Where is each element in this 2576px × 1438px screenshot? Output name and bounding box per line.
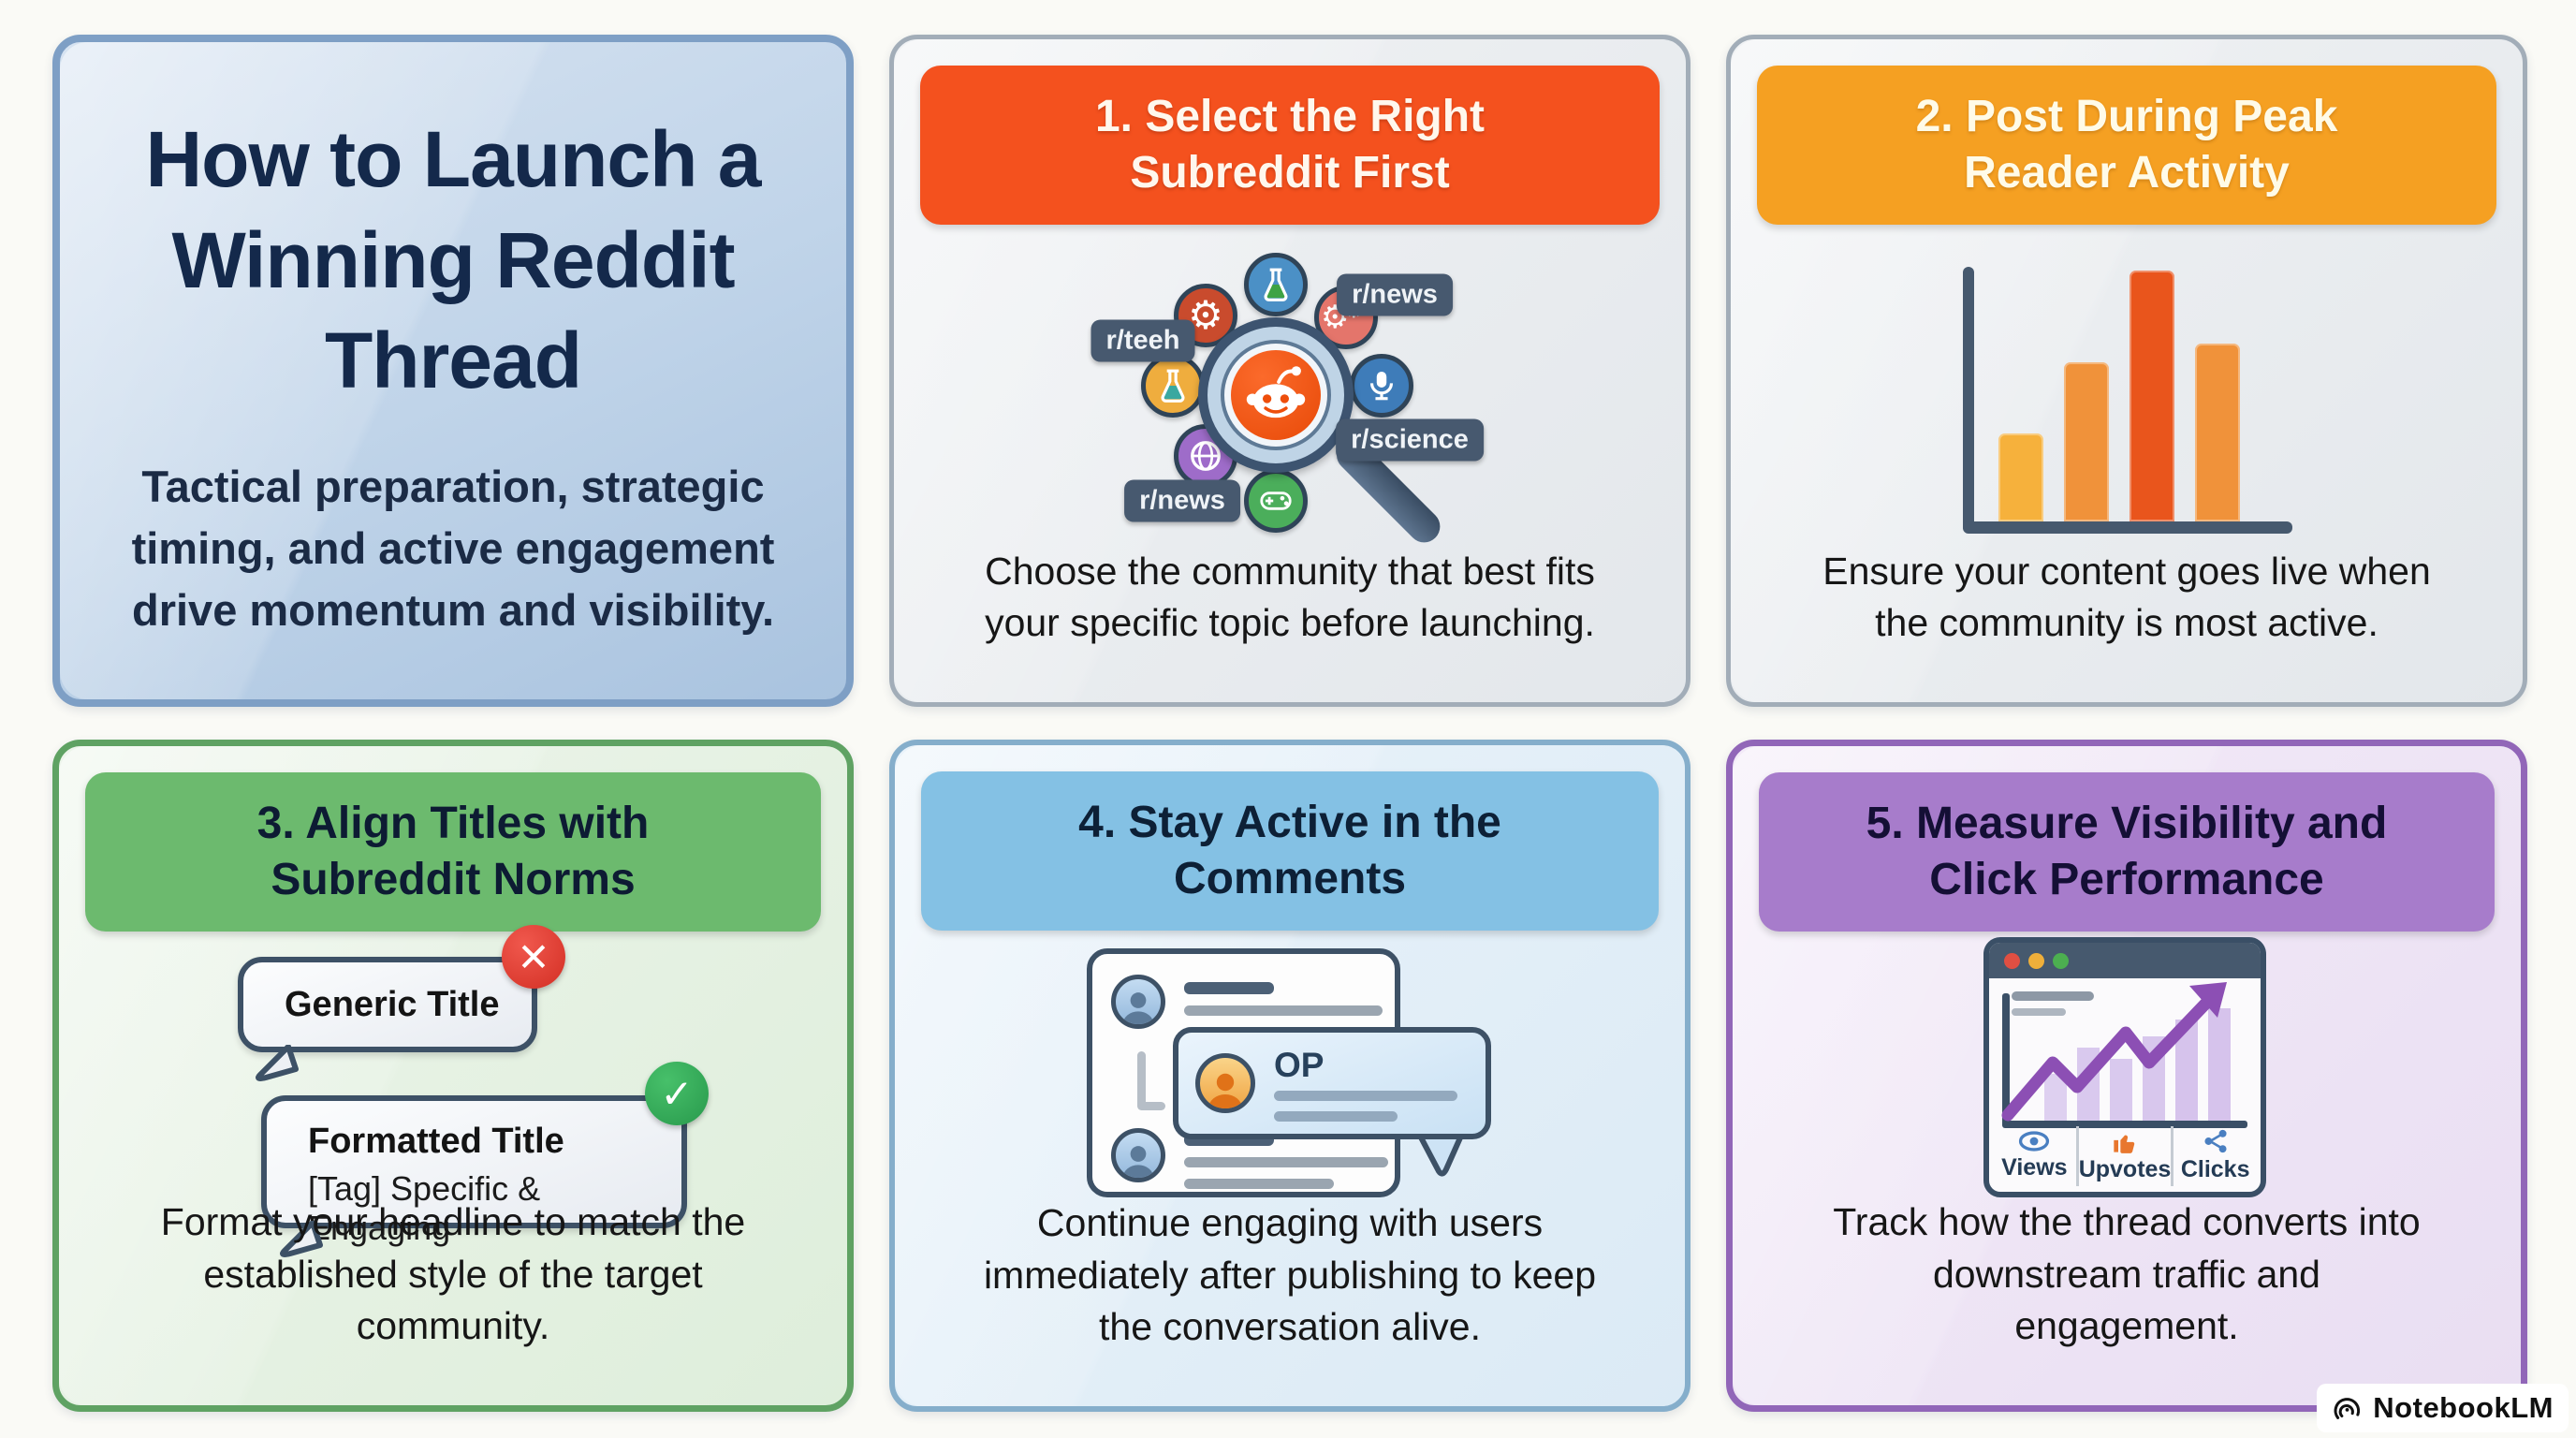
comment-thread-icon: OP xyxy=(1079,937,1500,1223)
reddit-snoo-icon xyxy=(1246,366,1306,418)
clicks-label: Clicks xyxy=(2180,1156,2250,1182)
text-line xyxy=(1184,1179,1334,1189)
clicks-metric: Clicks xyxy=(2171,1126,2257,1186)
check-mark-icon: ✓ xyxy=(645,1062,709,1125)
analytics-browser-icon: Views Upvotes xyxy=(1982,935,2272,1216)
op-reply-bubble: OP xyxy=(1173,1027,1491,1139)
growth-chart-icon xyxy=(2001,982,2247,1128)
chart-y-axis xyxy=(1963,267,1974,533)
green-dot-icon xyxy=(2053,953,2069,969)
chart-bar xyxy=(2064,362,2109,521)
step-4-caption: Continue engaging with users immediately… xyxy=(983,1200,1597,1349)
step-2-caption: Ensure your content goes live when the c… xyxy=(1822,549,2431,645)
user-avatar-icon xyxy=(1111,975,1165,1029)
browser-title-bar xyxy=(1989,943,2261,978)
person-icon xyxy=(1208,1073,1242,1108)
person-icon xyxy=(1122,992,1154,1024)
subreddit-tag: r/news xyxy=(1124,479,1240,522)
notebooklm-watermark: NotebookLM xyxy=(2317,1384,2569,1432)
generic-title-bubble: Generic Title xyxy=(238,957,537,1052)
step-3-card: 3. Align Titles with Subreddit Norms Gen… xyxy=(52,740,854,1412)
page-title: How to Launch a Winning Reddit Thread xyxy=(145,115,762,405)
x-mark-icon: ✕ xyxy=(502,925,565,989)
step-2-card: 2. Post During Peak Reader Activity Ensu… xyxy=(1726,35,2527,707)
eye-icon xyxy=(2019,1131,2050,1152)
thumbs-up-icon xyxy=(2114,1135,2135,1153)
chart-x-axis xyxy=(1963,521,2292,534)
step-4-card: 4. Stay Active in the Comments xyxy=(889,740,1690,1412)
subreddit-magnifier-icon: ⚙ ⚙ ⚙ xyxy=(1009,227,1571,582)
browser-window: Views Upvotes xyxy=(1983,937,2266,1197)
views-metric: Views xyxy=(1993,1126,2076,1186)
text-line xyxy=(1184,1157,1388,1167)
yellow-dot-icon xyxy=(2028,953,2044,969)
flask-icon xyxy=(1161,369,1185,403)
bar-chart-icon xyxy=(1925,250,2328,550)
generic-title-label: Generic Title xyxy=(285,984,500,1024)
magnifying-glass-icon xyxy=(1198,317,1354,473)
upvotes-metric: Upvotes xyxy=(2075,1126,2172,1186)
upvotes-label: Upvotes xyxy=(2078,1156,2172,1182)
subreddit-tag: r/teeh xyxy=(1090,319,1195,362)
infographic-grid: How to Launch a Winning Reddit Thread Ta… xyxy=(52,35,2527,1412)
text-line xyxy=(1184,982,1274,994)
flask-icon xyxy=(1264,268,1288,301)
microphone-icon xyxy=(1369,371,1394,401)
text-line xyxy=(1184,1005,1383,1016)
notebooklm-logo-icon xyxy=(2334,1397,2361,1419)
step-4-header: 4. Stay Active in the Comments xyxy=(921,771,1659,931)
step-3-caption: Format your headline to match the establ… xyxy=(160,1199,746,1348)
step-5-card: 5. Measure Visibility and Click Performa… xyxy=(1726,740,2527,1412)
step-5-caption: Track how the thread converts into downs… xyxy=(1833,1199,2421,1348)
step-1-card: 1. Select the Right Subreddit First ⚙ ⚙ … xyxy=(889,35,1690,707)
step-3-header: 3. Align Titles with Subreddit Norms xyxy=(85,772,821,932)
watermark-label: NotebookLM xyxy=(2373,1391,2554,1424)
formatted-title-label: Formatted Title xyxy=(308,1122,564,1161)
step-1-header: 1. Select the Right Subreddit First xyxy=(920,66,1660,225)
subreddit-tag: r/science xyxy=(1336,418,1484,462)
text-line xyxy=(1274,1091,1457,1101)
game-controller-icon xyxy=(1260,492,1292,510)
share-icon xyxy=(2204,1129,2227,1153)
metrics-row: Views Upvotes xyxy=(1993,1126,2257,1186)
text-line xyxy=(1274,1111,1398,1122)
lens-ring xyxy=(1221,340,1331,450)
microphone-badge-icon xyxy=(1350,354,1413,418)
step-1-caption: Choose the community that best fits your… xyxy=(985,549,1595,645)
intro-card: How to Launch a Winning Reddit Thread Ta… xyxy=(52,35,854,707)
bubble-tail xyxy=(1417,1134,1464,1177)
flask-badge-icon xyxy=(1244,253,1308,316)
chart-bar xyxy=(2130,271,2174,521)
op-label: OP xyxy=(1274,1046,1325,1084)
reddit-logo-icon xyxy=(1231,350,1321,440)
op-avatar-icon xyxy=(1195,1053,1255,1113)
user-avatar-icon xyxy=(1111,1128,1165,1182)
step-2-header: 2. Post During Peak Reader Activity xyxy=(1757,66,2496,225)
reply-connector xyxy=(1137,1051,1146,1109)
person-icon xyxy=(1122,1146,1154,1178)
flask-badge-icon xyxy=(1141,354,1205,418)
views-label: Views xyxy=(2001,1154,2068,1181)
chart-bar xyxy=(1998,433,2043,521)
chart-bar xyxy=(2195,344,2240,521)
red-dot-icon xyxy=(2004,953,2020,969)
reply-connector xyxy=(1137,1102,1165,1110)
subreddit-tag: r/news xyxy=(1337,273,1453,316)
bubble-tail xyxy=(256,1045,299,1081)
page-subtitle: Tactical preparation, strategic timing, … xyxy=(131,462,775,635)
controller-badge-icon xyxy=(1244,469,1308,533)
step-5-header: 5. Measure Visibility and Click Performa… xyxy=(1759,772,2495,932)
